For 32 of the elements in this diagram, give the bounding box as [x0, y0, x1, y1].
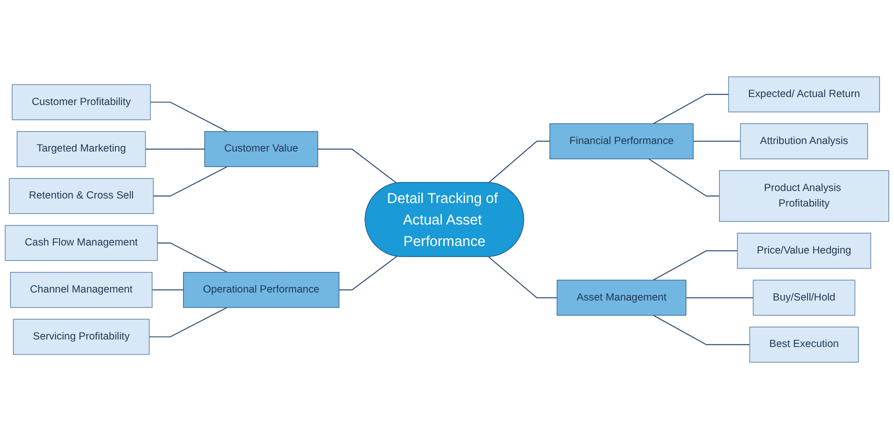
- node-box: Customer Value: [204, 131, 318, 168]
- connector: [686, 297, 754, 298]
- connector: [338, 256, 398, 290]
- node-box: Operational Performance: [183, 272, 340, 308]
- node-box: Best Execution: [749, 326, 859, 363]
- node-box: Price/Value Hedging: [737, 232, 872, 269]
- connector: [648, 158, 720, 197]
- connector: [152, 289, 184, 290]
- node-box: Cash Flow Management: [4, 225, 158, 261]
- connector: [152, 166, 228, 197]
- node-box: Retention & Cross Sell: [8, 178, 154, 214]
- node-box: Expected/ Actual Return: [728, 76, 880, 112]
- connector: [488, 140, 550, 184]
- node-box: Customer Profitability: [12, 84, 151, 120]
- node-box: Attribution Analysis: [740, 123, 868, 160]
- connector: [148, 307, 228, 338]
- node-box: Targeted Marketing: [16, 131, 146, 168]
- connector: [150, 102, 228, 132]
- node-box: Buy/Sell/Hold: [752, 280, 856, 316]
- node-box: Asset Management: [556, 280, 686, 316]
- connector: [692, 140, 741, 142]
- connector: [652, 250, 738, 281]
- node-box: Channel Management: [10, 272, 152, 308]
- connector: [144, 148, 206, 150]
- connector: [652, 314, 750, 346]
- connector: [488, 256, 558, 298]
- node-box: Servicing Profitability: [13, 318, 150, 355]
- node-box: Financial Performance: [550, 123, 694, 160]
- connector: [652, 94, 730, 124]
- node-box: Product Analysis Profitability: [719, 170, 890, 222]
- connector: [156, 242, 228, 273]
- connector: [317, 148, 398, 184]
